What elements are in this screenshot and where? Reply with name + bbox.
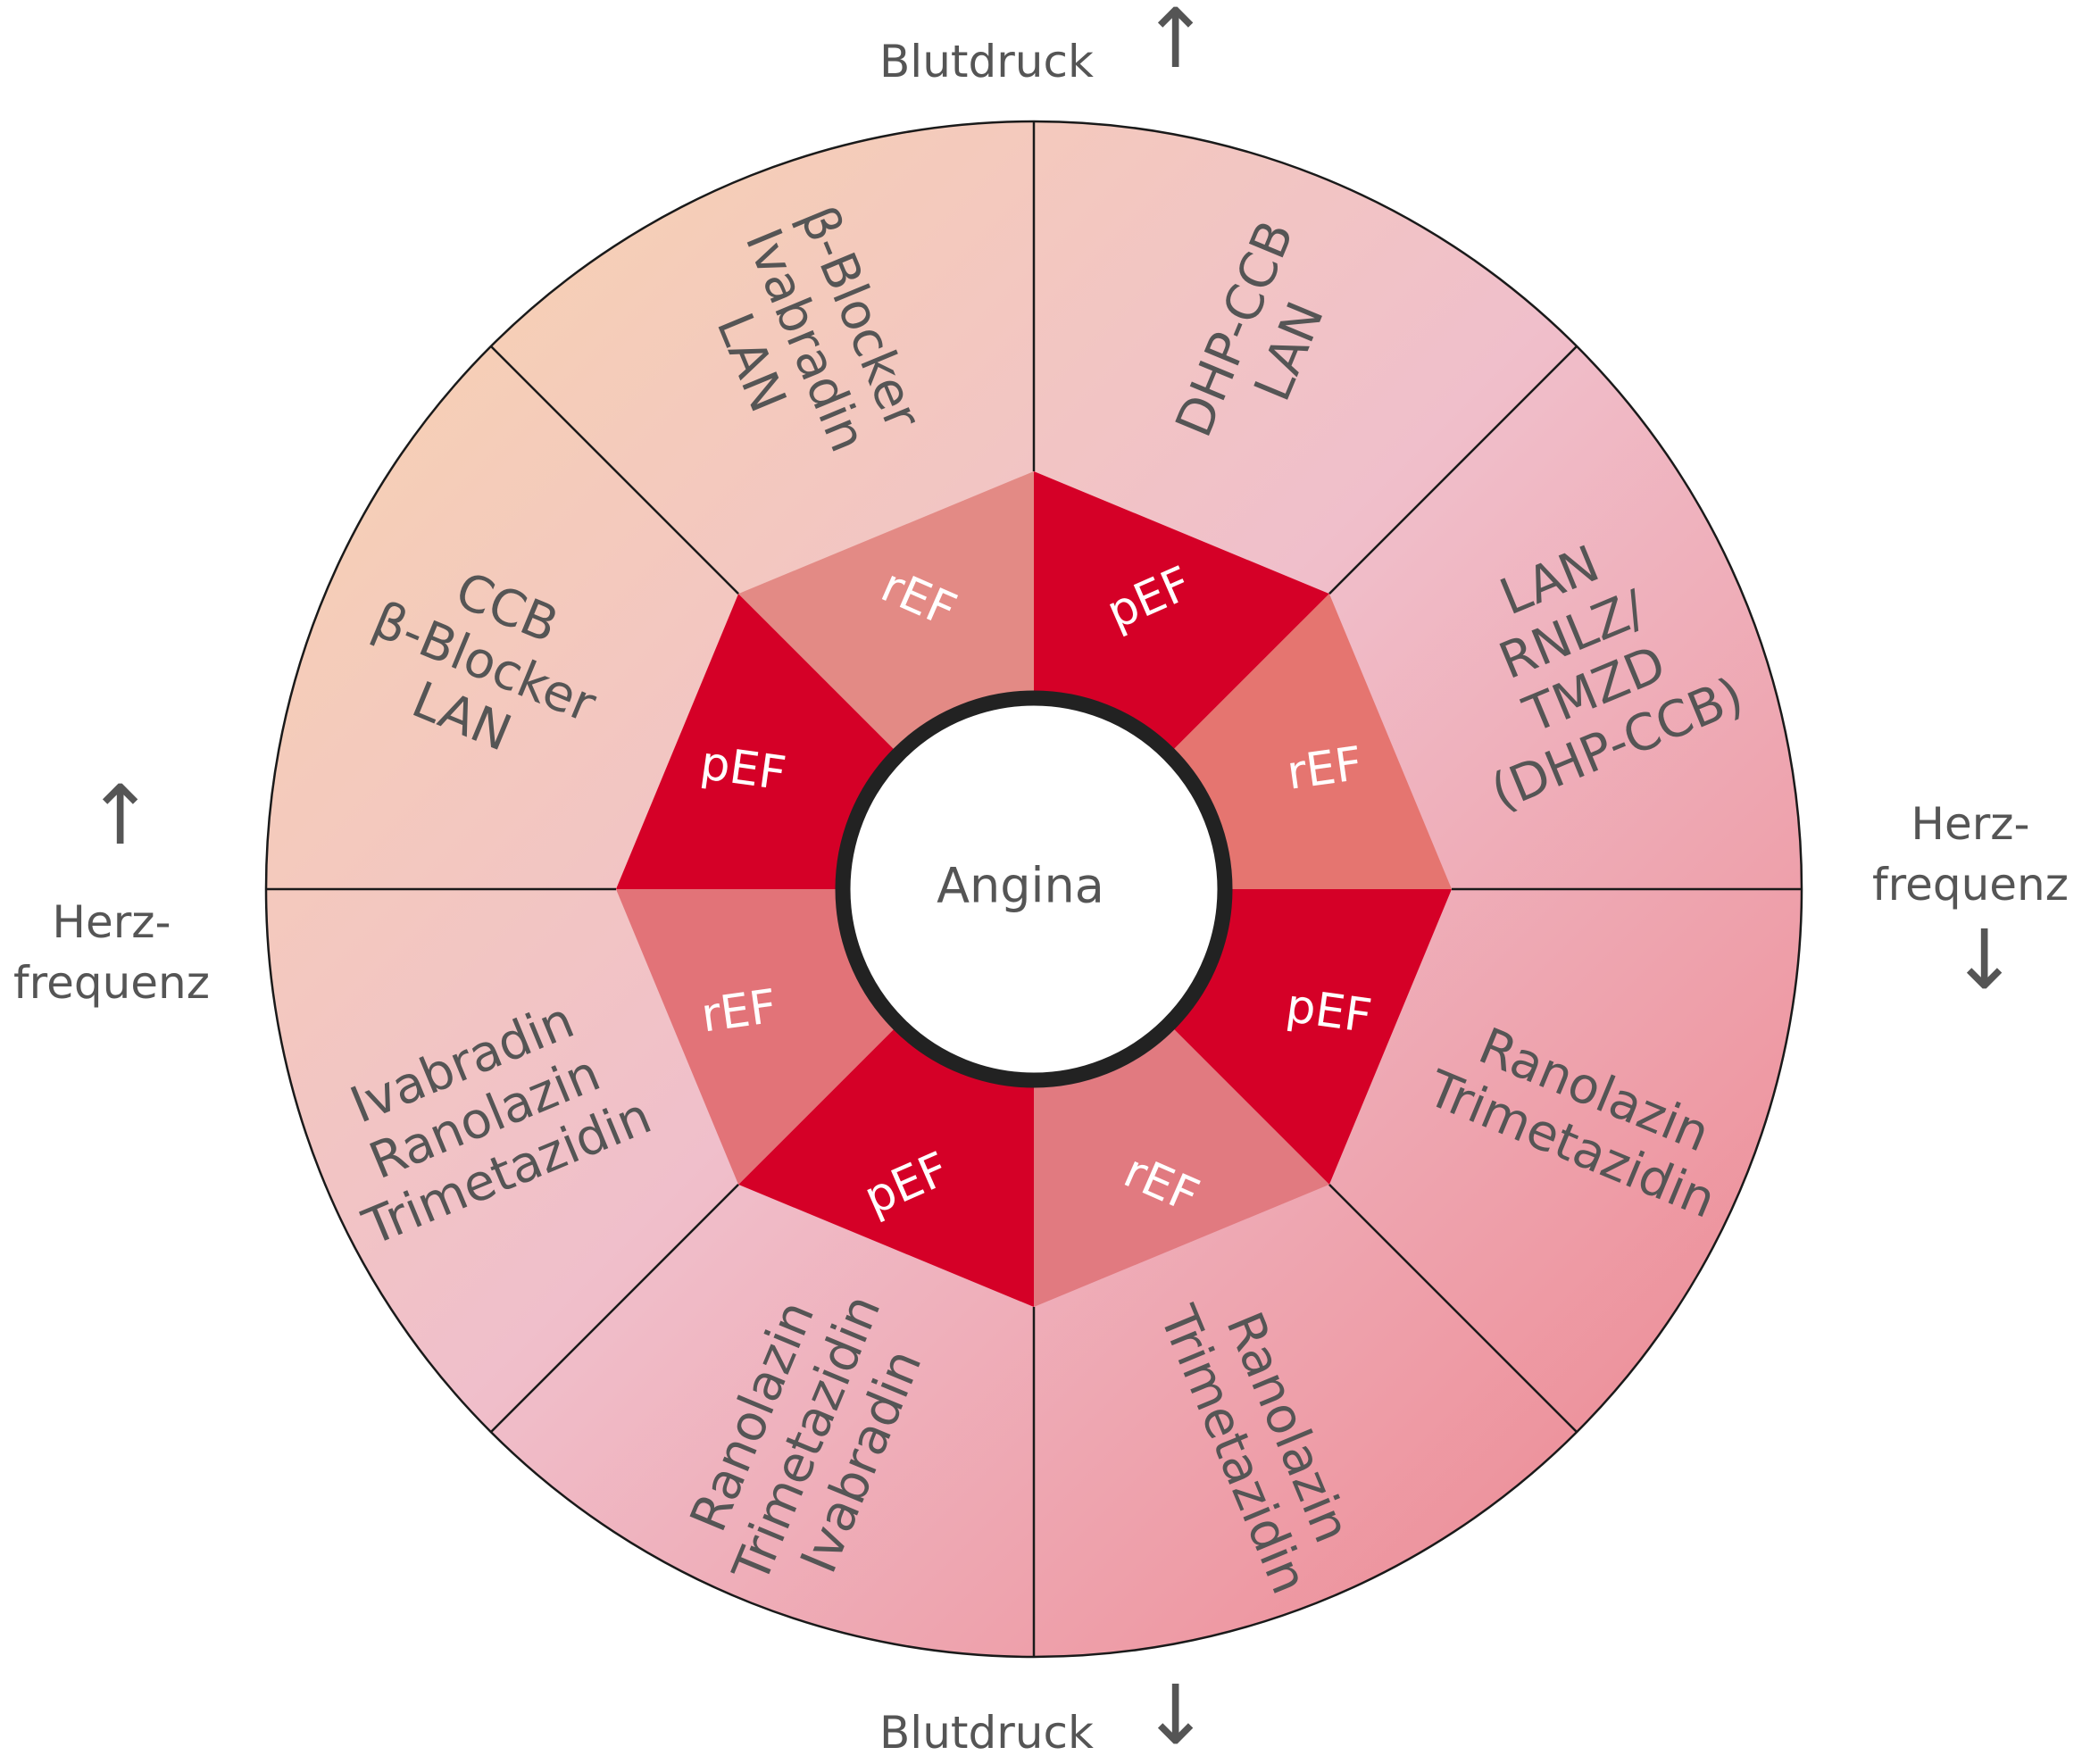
blood-pressure-up-label: Blutdruck <box>879 36 1094 87</box>
arrow-down-icon: ↓ <box>1950 912 2020 1008</box>
heart-rate-up-label: Herz- frequenz <box>0 893 223 1013</box>
pef-label: pEF <box>697 736 789 802</box>
heart-rate-line-2: frequenz <box>1872 858 2069 911</box>
blood-pressure-down-label: Blutdruck <box>879 1707 1094 1759</box>
heart-rate-line-1: Herz- <box>52 896 171 948</box>
pef-label: pEF <box>1283 979 1375 1044</box>
segment-divider-line <box>490 345 739 595</box>
center-label: Angina <box>937 858 1104 914</box>
angina-ring <box>835 690 1233 1088</box>
heart-rate-down-label: Herz- frequenz <box>1859 795 2082 915</box>
ref-label: rEF <box>1284 737 1366 801</box>
heart-rate-line-2: frequenz <box>13 956 210 1009</box>
arrow-up-icon: ↑ <box>1141 0 1211 87</box>
segment-divider-line <box>490 1184 739 1433</box>
segment-divider-line <box>1328 345 1578 595</box>
segment-divider-line <box>1328 1184 1578 1433</box>
arrow-up-icon: ↑ <box>86 768 155 863</box>
heart-rate-line-1: Herz- <box>1911 798 2030 850</box>
ref-label: rEF <box>698 980 780 1044</box>
arrow-down-icon: ↓ <box>1141 1668 1211 1763</box>
